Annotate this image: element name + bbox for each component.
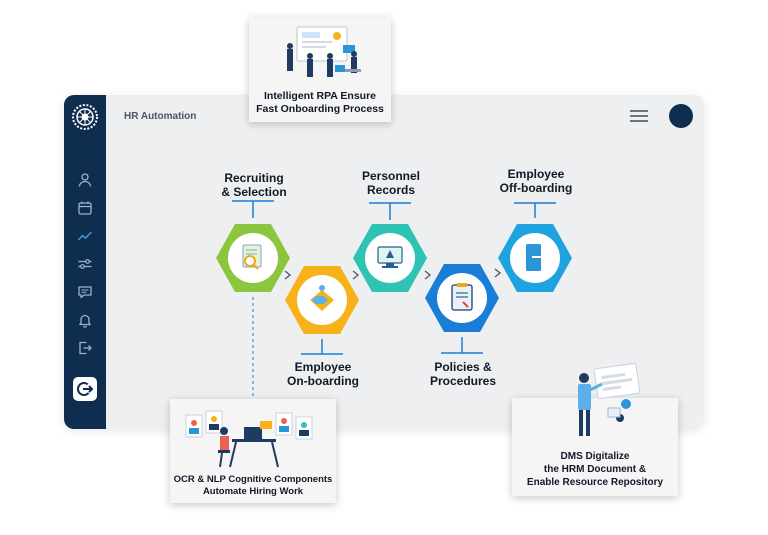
step-recruiting-hexagon[interactable] [216,224,290,292]
step-label-policies: Policies &Procedures [429,360,497,388]
exit-button-icon[interactable] [73,377,97,401]
hamburger-menu-icon[interactable] [630,109,648,123]
gear-logo-icon[interactable] [71,103,99,131]
monitor-records-icon [377,246,403,268]
arrow-2-icon [352,270,360,280]
handshake-icon [310,285,334,311]
step-policies-hexagon[interactable] [425,264,499,332]
clipboard-icon [451,283,473,311]
sliders-icon[interactable] [77,256,93,272]
step-onboarding-hexagon[interactable] [285,266,359,334]
calendar-icon[interactable] [77,200,93,216]
team-presentation-illustration [287,26,361,77]
document-repository-illustration [578,362,641,436]
avatar[interactable] [669,104,693,128]
connector-onboarding [301,339,343,355]
logout-icon[interactable] [77,340,93,356]
arrow-3-icon [424,270,432,280]
bell-icon[interactable] [77,312,93,328]
connector-offboarding [514,202,556,218]
step-personnel-hexagon[interactable] [353,224,427,292]
chat-icon[interactable] [77,284,93,300]
connector-recruiting [232,200,274,218]
app-window: HR Automation [64,95,704,429]
arrow-1-icon [284,270,292,280]
app-title: HR Automation [124,111,197,122]
trend-chart-icon[interactable] [77,228,93,244]
document-search-icon [242,244,262,270]
connector-personnel [369,202,411,220]
step-label-recruiting: Recruiting& Selection [221,171,287,199]
hiring-workspace-illustration [185,410,313,468]
exit-door-icon [526,244,549,271]
connector-policies [441,337,483,354]
arrow-4-icon [494,268,502,278]
user-icon[interactable] [77,172,93,188]
sidebar [64,95,106,429]
step-offboarding-hexagon[interactable] [498,224,572,292]
